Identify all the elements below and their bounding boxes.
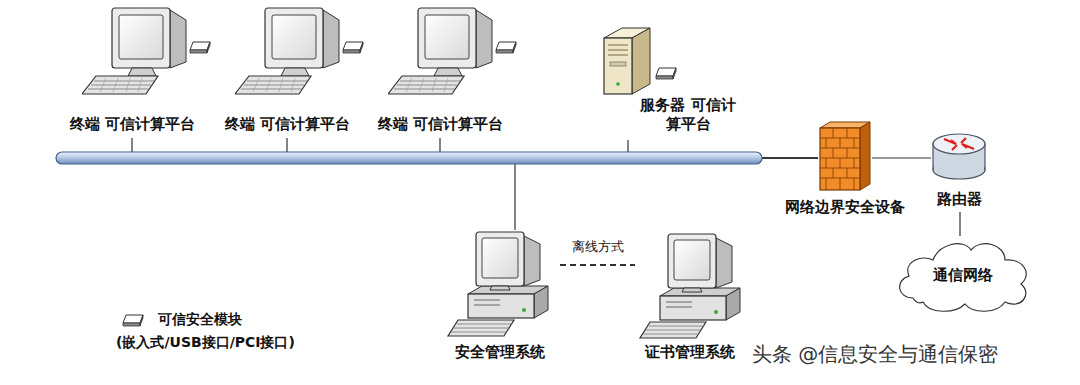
watermark: 头条 @信息安全与通信保密 xyxy=(752,342,998,367)
desktop-pc-icon xyxy=(448,232,548,336)
terminal-node: 终端 可信计算平台 xyxy=(55,8,210,138)
node-label: 路由器 xyxy=(937,190,982,209)
network-bus xyxy=(56,152,762,164)
trusted-module-icon xyxy=(190,42,210,53)
firewall-icon xyxy=(820,122,870,190)
node-label: 网络边界安全设备 xyxy=(785,198,905,217)
connector xyxy=(515,158,818,230)
node-label: 终端 可信计算平台 xyxy=(225,115,350,134)
node-label: 服务器 可信计算平台 xyxy=(638,96,738,134)
system-node: 安全管理系统 xyxy=(445,230,560,365)
legend-module-icon xyxy=(123,315,143,326)
router-node: 路由器 xyxy=(931,128,987,212)
terminal-node: 终端 可信计算平台 xyxy=(210,8,365,138)
trusted-module-icon xyxy=(496,42,516,53)
connector xyxy=(872,157,931,158)
legend-note: (嵌入式/USB接口/PCI接口) xyxy=(116,334,295,352)
node-label: 通信网络 xyxy=(933,266,993,285)
offline-link xyxy=(560,264,635,266)
node-label: 终端 可信计算平台 xyxy=(70,115,195,134)
desktop-pc-icon xyxy=(640,234,740,338)
node-label: 终端 可信计算平台 xyxy=(378,115,503,134)
terminal-pc-icon xyxy=(82,8,186,94)
connector xyxy=(959,212,960,236)
node-label: 证书管理系统 xyxy=(645,343,735,362)
legend-text: 可信安全模块 xyxy=(158,311,242,329)
server-icon xyxy=(604,28,650,94)
node-label: 安全管理系统 xyxy=(455,343,545,362)
firewall-node: 网络边界安全设备 xyxy=(818,122,872,192)
router-icon xyxy=(933,134,985,179)
terminal-pc-icon xyxy=(388,8,492,94)
edge-label: 离线方式 xyxy=(570,239,626,255)
trusted-module-icon xyxy=(656,68,676,79)
terminal-node: 终端 可信计算平台 xyxy=(363,8,518,138)
server-node: 服务器 可信计算平台 xyxy=(598,26,743,140)
cloud-shape xyxy=(900,244,1027,312)
trusted-module-icon xyxy=(343,42,363,53)
terminal-pc-icon xyxy=(235,8,339,94)
network-cloud: 通信网络 xyxy=(893,236,1033,314)
system-node: 证书管理系统 xyxy=(635,232,747,365)
